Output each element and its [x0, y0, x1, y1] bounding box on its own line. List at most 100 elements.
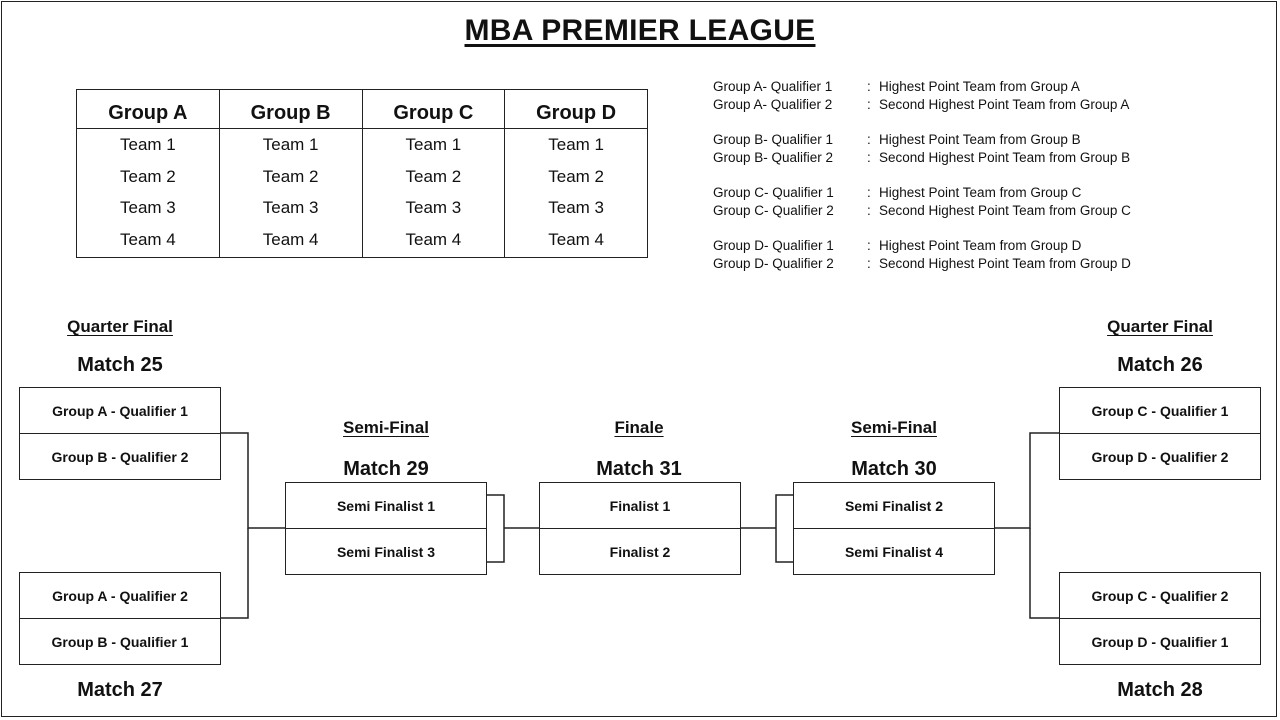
legend-desc: Highest Point Team from Group B	[879, 132, 1081, 147]
groups-table: Group A Team 1 Team 2 Team 3 Team 4 Grou…	[76, 89, 648, 258]
legend-name: Group B- Qualifier 1	[713, 132, 834, 147]
match-31-slot: Finalist 2	[540, 528, 740, 574]
group-header: Group B	[219, 90, 362, 129]
match-28-box: Group C - Qualifier 2 Group D - Qualifie…	[1059, 572, 1261, 665]
legend-group-d: Group D- Qualifier 1: Highest Point Team …	[713, 237, 1233, 273]
legend-colon: :	[867, 97, 871, 112]
legend-group-c: Group C- Qualifier 1: Highest Point Team …	[713, 184, 1233, 220]
match-29-box: Semi Finalist 1 Semi Finalist 3	[285, 482, 487, 575]
legend-line: Group B- Qualifier 1: Highest Point Team …	[713, 131, 1233, 149]
group-column-c: Group C Team 1 Team 2 Team 3 Team 4	[362, 90, 506, 257]
stage-semi-final-left: Semi-Final	[343, 418, 429, 437]
connector-m27	[220, 528, 249, 619]
legend-colon: :	[867, 79, 871, 94]
group-team: Team 3	[120, 198, 176, 217]
match-25-label: Match 25	[77, 354, 163, 376]
group-header: Group C	[362, 90, 505, 129]
match-28-slot: Group C - Qualifier 2	[1091, 587, 1229, 604]
stage-quarter-final-left: Quarter Final	[67, 317, 173, 336]
group-team: Team 3	[405, 198, 462, 217]
legend-group-b: Group B- Qualifier 1: Highest Point Team …	[713, 131, 1233, 167]
connector-m30-final	[740, 494, 794, 563]
group-team: Team 1	[120, 135, 176, 154]
stage-semi-final-right: Semi-Final	[851, 418, 937, 437]
legend-colon: :	[867, 185, 871, 200]
legend-desc: Second Highest Point Team from Group B	[879, 150, 1131, 165]
legend-colon: :	[867, 132, 871, 147]
legend-desc: Highest Point Team from Group D	[879, 238, 1082, 253]
match-30-label: Match 30	[851, 458, 937, 480]
group-team: Team 2	[262, 166, 319, 186]
legend-name: Group A- Qualifier 2	[713, 97, 833, 112]
legend-name: Group C- Qualifier 1	[713, 185, 834, 200]
legend-name: Group D- Qualifier 2	[713, 256, 834, 271]
legend-name: Group C- Qualifier 2	[713, 203, 834, 218]
connector-m26	[994, 432, 1060, 529]
legend-desc: Second Highest Point Team from Group D	[879, 256, 1131, 271]
match-27-label: Match 27	[77, 679, 163, 701]
match-26-slot: Group C - Qualifier 1	[1091, 402, 1229, 419]
group-team: Team 2	[405, 166, 462, 186]
group-team: Team 3	[548, 198, 604, 217]
group-team: Team 4	[548, 229, 604, 249]
match-25-box: Group A - Qualifier 1 Group B - Qualifie…	[19, 387, 221, 480]
match-30-slot: Semi Finalist 4	[794, 528, 994, 574]
match-26-slot: Group D - Qualifier 2	[1060, 433, 1260, 479]
match-31-label: Match 31	[596, 458, 682, 480]
match-25-slot: Group A - Qualifier 1	[52, 402, 188, 419]
group-column-a: Group A Team 1 Team 2 Team 3 Team 4	[77, 90, 220, 257]
match-29-slot: Semi Finalist 3	[286, 528, 486, 574]
group-team: Team 3	[262, 198, 319, 217]
legend-line: Group C- Qualifier 2: Second Highest Poin…	[713, 202, 1233, 220]
group-team: Team 1	[548, 135, 604, 154]
legend-desc: Highest Point Team from Group C	[879, 185, 1082, 200]
legend-line: Group B- Qualifier 2: Second Highest Poin…	[713, 149, 1233, 167]
match-27-slot: Group A - Qualifier 2	[52, 587, 188, 604]
match-26-label: Match 26	[1117, 354, 1203, 376]
stage-finale: Finale	[614, 418, 664, 437]
group-header: Group A	[77, 90, 219, 129]
match-29-label: Match 29	[343, 458, 429, 480]
legend-colon: :	[867, 203, 871, 218]
legend-line: Group A- Qualifier 1:Highest Point Team …	[713, 78, 1233, 96]
match-27-slot: Group B - Qualifier 1	[20, 618, 220, 664]
match-26-box: Group C - Qualifier 1 Group D - Qualifie…	[1059, 387, 1261, 480]
match-31-box: Finalist 1 Finalist 2	[539, 482, 741, 575]
legend-line: Group C- Qualifier 1: Highest Point Team …	[713, 184, 1233, 202]
legend-line: Group D- Qualifier 1: Highest Point Team …	[713, 237, 1233, 255]
legend-line: Group A- Qualifier 2: Second Highest Poin…	[713, 96, 1233, 114]
qualifier-legend: Group A- Qualifier 1:Highest Point Team …	[713, 78, 1233, 290]
legend-desc: Second Highest Point Team from Group A	[879, 97, 1130, 112]
group-team: Team 4	[405, 229, 462, 249]
legend-colon: :	[867, 256, 871, 271]
group-team: Team 2	[548, 166, 604, 186]
legend-name: Group D- Qualifier 1	[713, 238, 834, 253]
legend-group-a: Group A- Qualifier 1:Highest Point Team …	[713, 78, 1233, 114]
legend-name: Group B- Qualifier 2	[713, 150, 834, 165]
stage-quarter-final-right: Quarter Final	[1107, 317, 1213, 336]
legend-desc: Second Highest Point Team from Group C	[879, 203, 1131, 218]
legend-colon: :	[867, 238, 871, 253]
match-30-box: Semi Finalist 2 Semi Finalist 4	[793, 482, 995, 575]
match-31-slot: Finalist 1	[609, 497, 671, 514]
group-team: Team 1	[262, 135, 319, 154]
match-30-slot: Semi Finalist 2	[844, 497, 944, 514]
group-column-d: Group D Team 1 Team 2 Team 3 Team 4	[505, 90, 647, 257]
group-team: Team 1	[405, 135, 462, 154]
group-team: Team 4	[262, 229, 319, 249]
legend-line: Group D- Qualifier 2: Second Highest Poin…	[713, 255, 1233, 273]
match-27-box: Group A - Qualifier 2 Group B - Qualifie…	[19, 572, 221, 665]
match-28-slot: Group D - Qualifier 1	[1060, 618, 1260, 664]
page-title: MBA PREMIER LEAGUE	[464, 14, 816, 47]
legend-colon: :	[867, 150, 871, 165]
match-25-slot: Group B - Qualifier 2	[20, 433, 220, 479]
group-header: Group D	[505, 90, 647, 129]
connector-m25	[220, 432, 286, 529]
match-28-label: Match 28	[1117, 679, 1203, 701]
match-29-slot: Semi Finalist 1	[336, 497, 436, 514]
connector-m29-final	[486, 494, 540, 563]
group-team: Team 2	[120, 166, 176, 186]
legend-desc: Highest Point Team from Group A	[879, 79, 1080, 94]
